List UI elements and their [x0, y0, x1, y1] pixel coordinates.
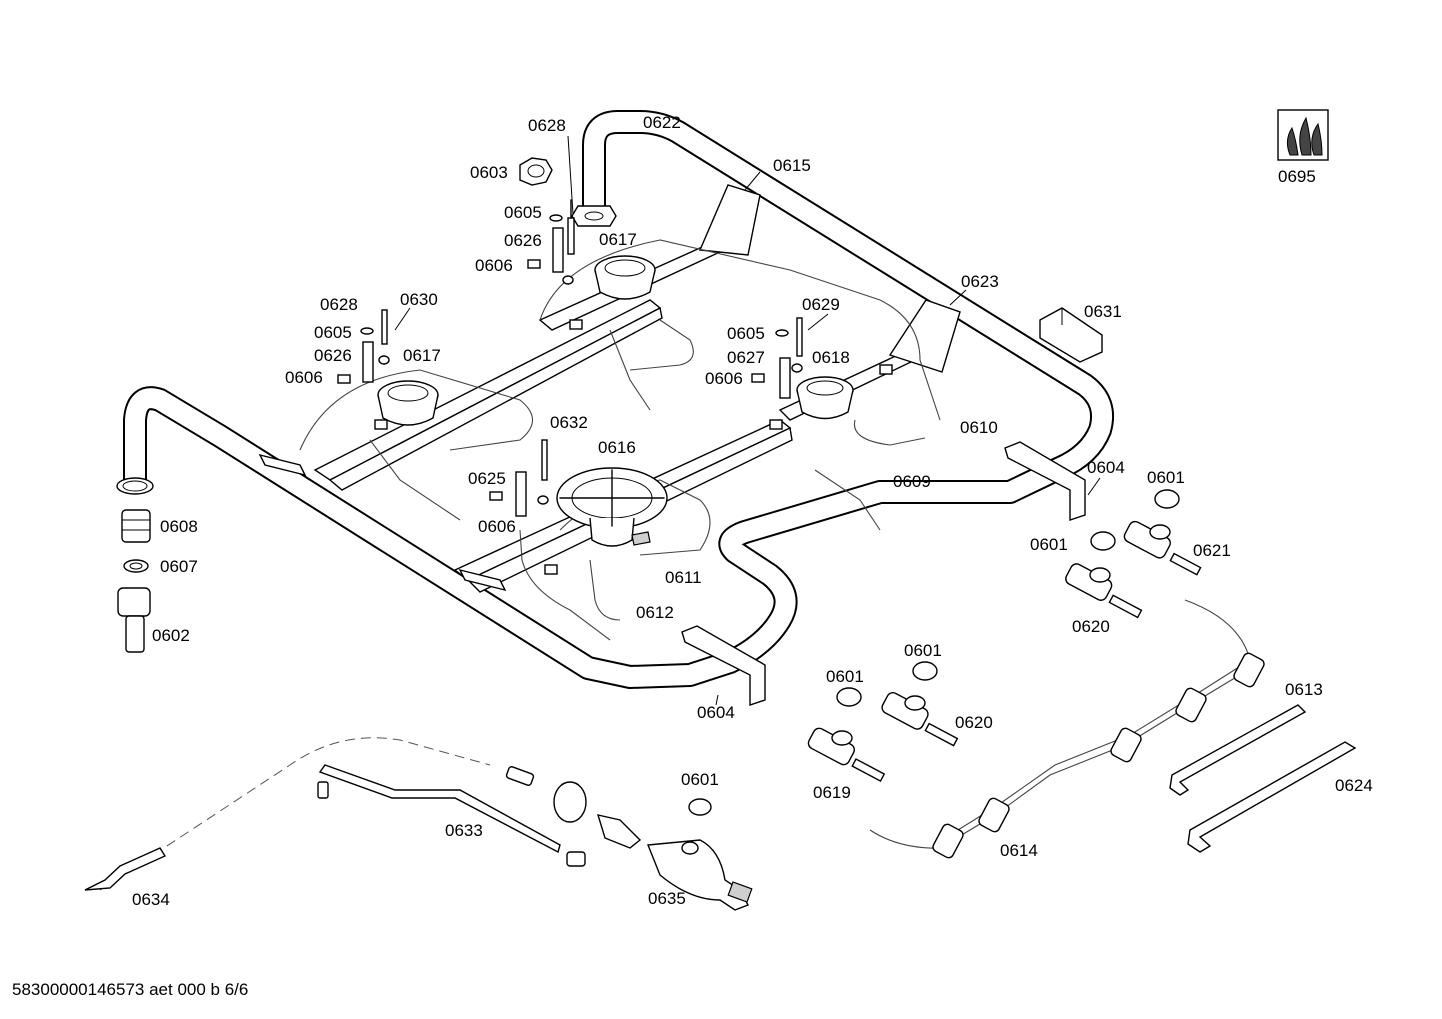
label-0618: 0618 — [812, 348, 850, 367]
label-0602: 0602 — [152, 626, 190, 645]
label-0608: 0608 — [160, 517, 198, 536]
label-0606: 0606 — [478, 517, 516, 536]
gas-flame-icon — [1277, 109, 1329, 161]
label-0623: 0623 — [961, 272, 999, 291]
label-0629: 0629 — [802, 295, 840, 314]
label-0606: 0606 — [705, 369, 743, 388]
label-0604: 0604 — [1087, 458, 1125, 477]
label-0621: 0621 — [1193, 541, 1231, 560]
label-0622: 0622 — [643, 113, 681, 132]
label-0626: 0626 — [314, 346, 352, 365]
strip-0613 — [1169, 704, 1307, 796]
label-0626: 0626 — [504, 231, 542, 250]
part-labels: 0622 0628 0603 0605 0626 0606 0617 0615 … — [132, 113, 1373, 909]
tap-0635 — [647, 839, 753, 911]
tap-0619 — [807, 727, 886, 783]
label-0627: 0627 — [727, 348, 765, 367]
connector-0631 — [1039, 307, 1103, 363]
tap-0620-right — [1065, 563, 1143, 619]
label-0601: 0601 — [826, 667, 864, 686]
gas-taps — [647, 520, 1202, 911]
label-0601: 0601 — [681, 770, 719, 789]
burner-0617-rear — [594, 255, 656, 300]
label-0606: 0606 — [285, 368, 323, 387]
burner-0618 — [796, 376, 854, 420]
label-0628: 0628 — [528, 116, 566, 135]
label-0630: 0630 — [400, 290, 438, 309]
label-0617: 0617 — [403, 346, 441, 365]
electrodes — [337, 199, 803, 517]
label-0613: 0613 — [1285, 680, 1323, 699]
tap-nuts — [688, 489, 1180, 816]
label-0604: 0604 — [697, 703, 735, 722]
thermocouple-assembly — [84, 737, 642, 891]
label-0628: 0628 — [320, 295, 358, 314]
drawing-reference-footer: 58300000146573 aet 000 b 6/6 — [12, 980, 249, 999]
label-0601: 0601 — [1030, 535, 1068, 554]
label-0620: 0620 — [955, 713, 993, 732]
label-0612: 0612 — [636, 603, 674, 622]
bracket-0604-right — [1004, 441, 1086, 521]
label-0609: 0609 — [893, 472, 931, 491]
tap-0620-front — [881, 692, 959, 747]
strip-0624 — [1187, 741, 1357, 853]
label-0635: 0635 — [648, 889, 686, 908]
label-0631: 0631 — [1084, 302, 1122, 321]
label-0603: 0603 — [470, 163, 508, 182]
label-0611: 0611 — [665, 568, 702, 587]
ignition-switch-harness — [869, 599, 1265, 859]
label-0695: 0695 — [1278, 167, 1316, 186]
burner-0617-left — [377, 380, 439, 426]
label-0633: 0633 — [445, 821, 483, 840]
label-0619: 0619 — [813, 783, 851, 802]
label-0615: 0615 — [773, 156, 811, 175]
label-0616: 0616 — [598, 438, 636, 457]
label-0617: 0617 — [599, 230, 637, 249]
label-0620: 0620 — [1072, 617, 1110, 636]
leader-lines — [394, 135, 1101, 706]
nut-0603 — [519, 157, 553, 186]
label-0606: 0606 — [475, 256, 513, 275]
label-0607: 0607 — [160, 557, 198, 576]
tap-0621 — [1123, 520, 1202, 576]
label-0614: 0614 — [1000, 841, 1038, 860]
label-0634: 0634 — [132, 890, 170, 909]
label-0605: 0605 — [314, 323, 352, 342]
main-gas-pipe — [116, 110, 1115, 689]
inlet-fittings — [117, 509, 151, 653]
label-0625: 0625 — [468, 469, 506, 488]
label-0601: 0601 — [1147, 468, 1185, 487]
label-0605: 0605 — [727, 324, 765, 343]
label-0632: 0632 — [550, 413, 588, 432]
burner-0616-wok — [556, 467, 668, 547]
ignition-wiring — [299, 239, 941, 641]
label-0605: 0605 — [504, 203, 542, 222]
label-0601: 0601 — [904, 641, 942, 660]
bracket-0604-front — [681, 625, 766, 706]
label-0610: 0610 — [960, 418, 998, 437]
label-0624: 0624 — [1335, 776, 1373, 795]
